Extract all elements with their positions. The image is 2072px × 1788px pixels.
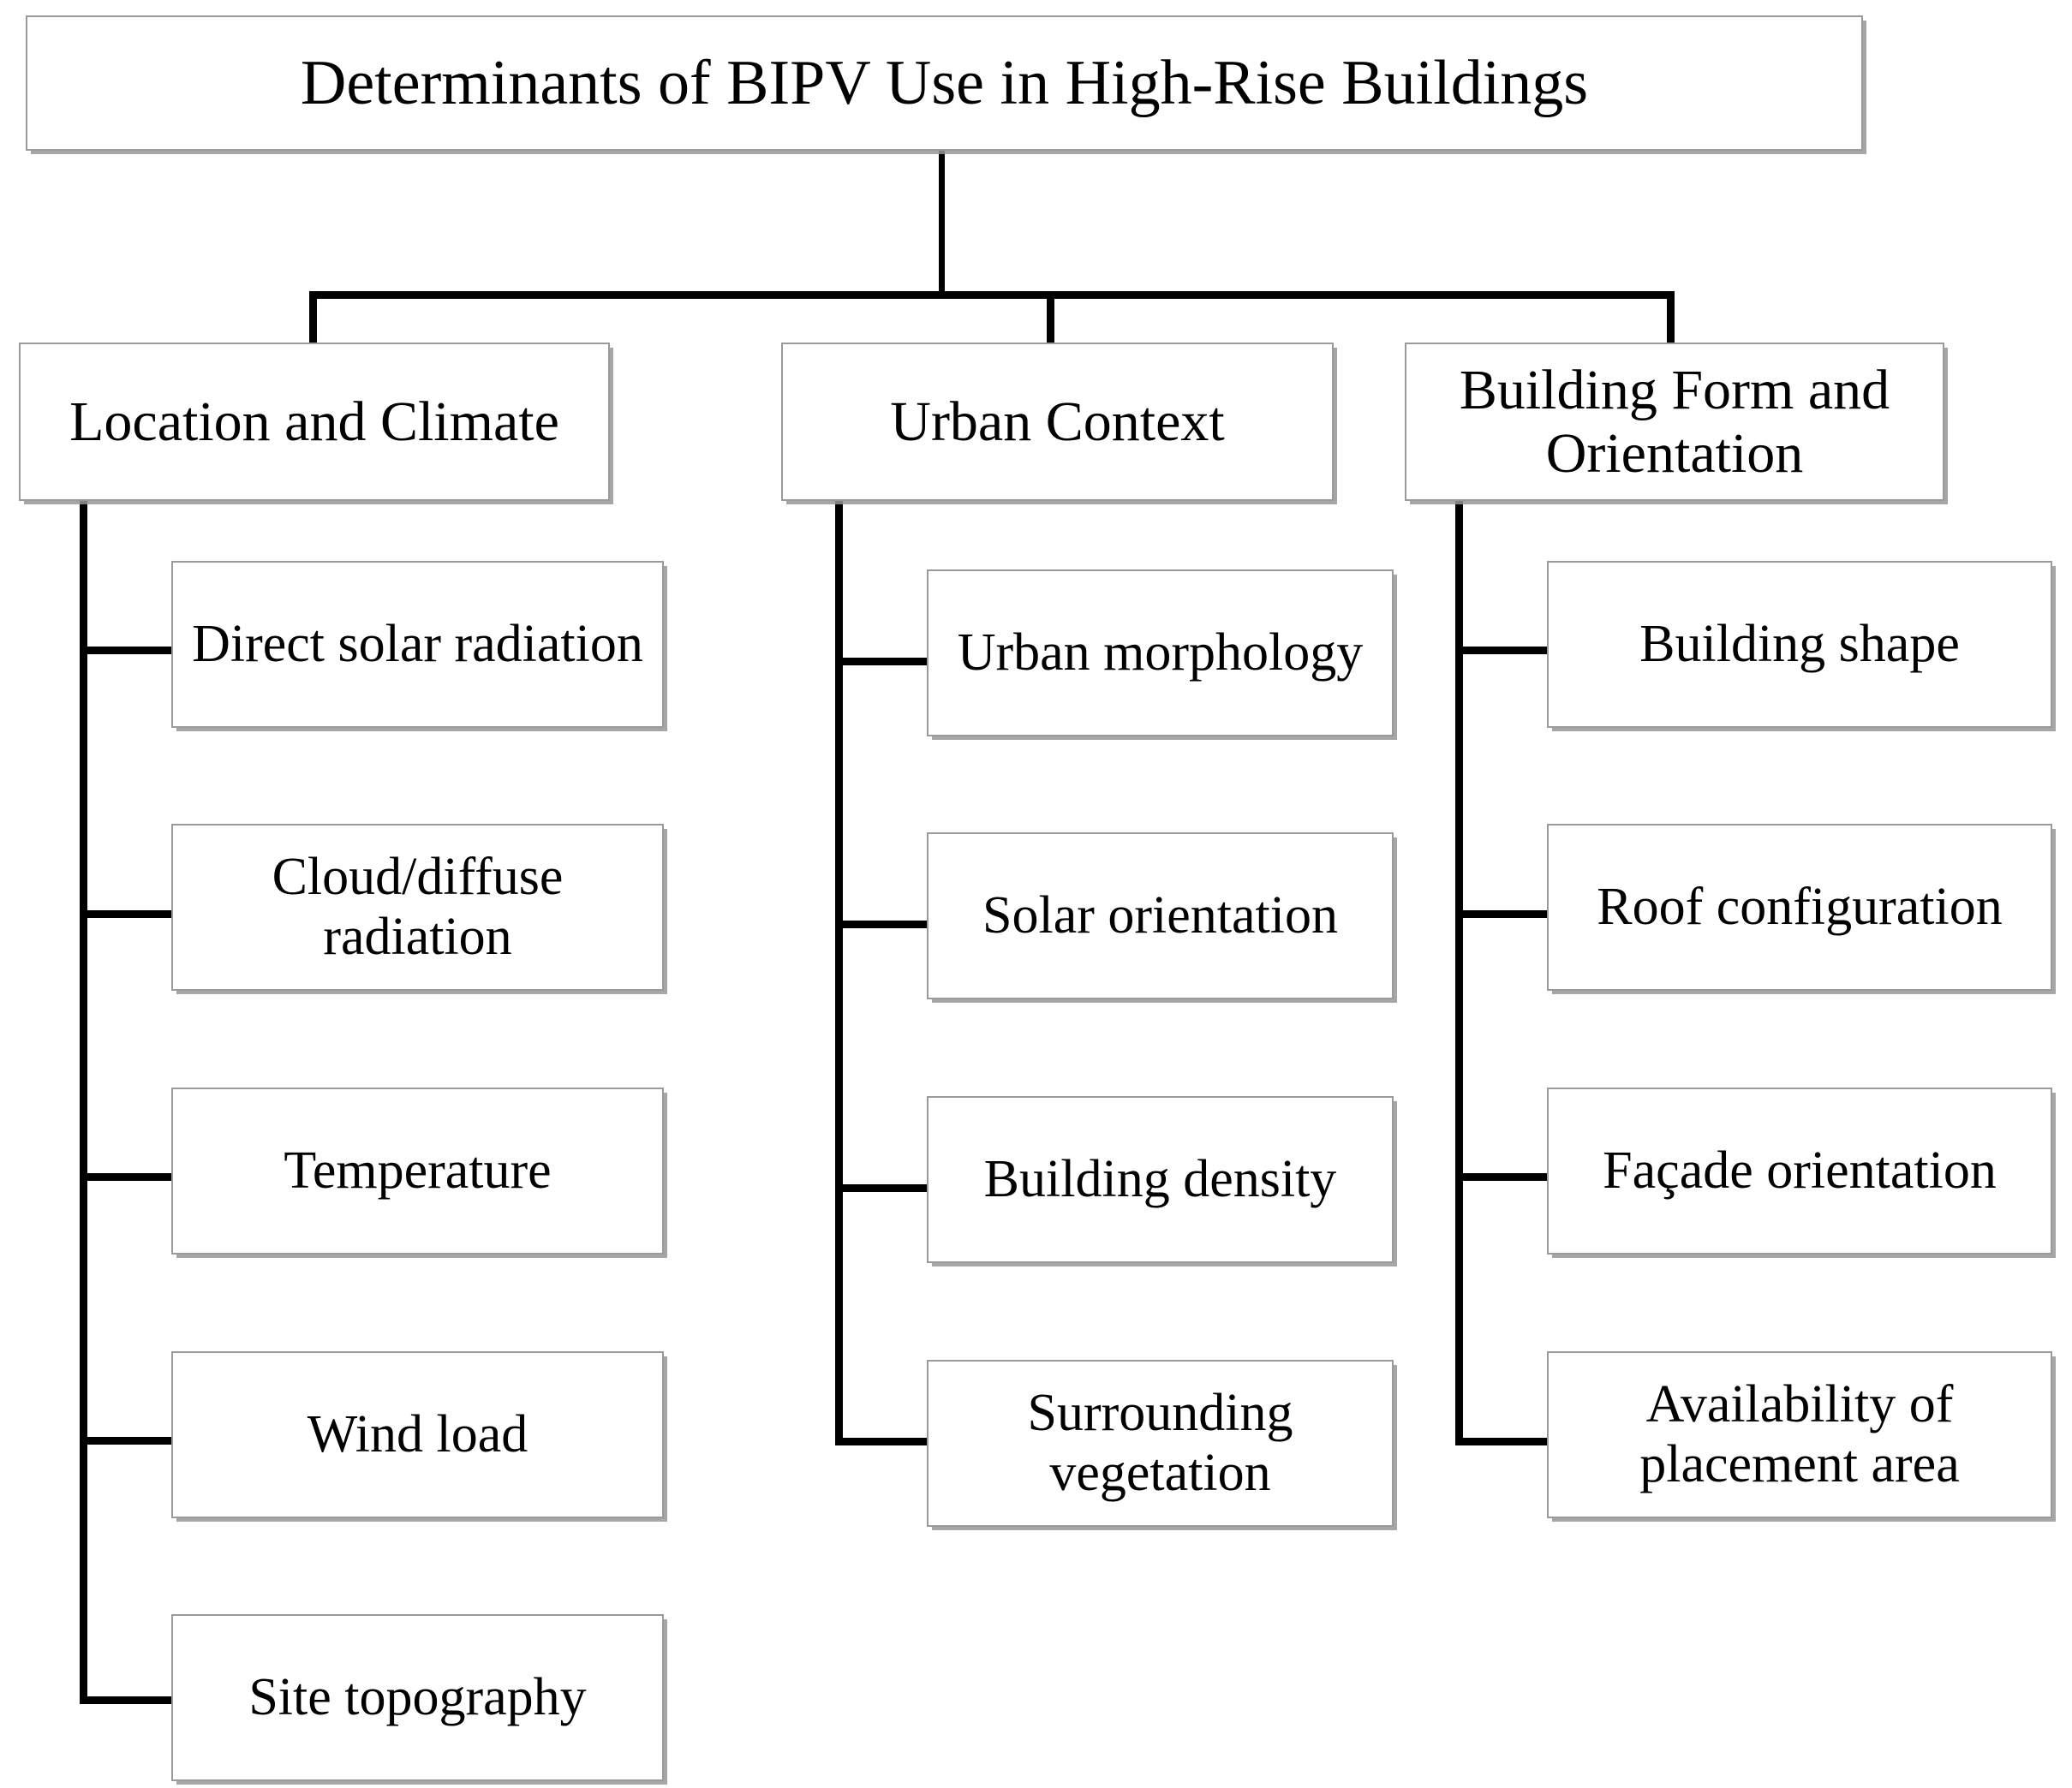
branch-node-building-form-and-orientation: Building Form and Orientation — [1405, 343, 1944, 501]
leaf-node-label: Building density — [983, 1149, 1337, 1208]
leaf-node-label: Roof configuration — [1597, 877, 2003, 936]
leaf-node-roof-configuration: Roof configuration — [1547, 824, 2052, 991]
leaf-node-urban-morphology: Urban morphology — [927, 569, 1394, 736]
connector-stub-2-1 — [835, 658, 929, 665]
branch-node-label: Urban Context — [890, 390, 1225, 453]
branch-node-label: Location and Climate — [69, 390, 559, 453]
leaf-node-surrounding-vegetation: Surrounding vegetation — [927, 1360, 1394, 1527]
connector-drop-branch-1 — [309, 291, 317, 387]
connector-stub-1-3 — [80, 1173, 174, 1181]
leaf-node-temperature: Temperature — [171, 1088, 664, 1255]
connector-stub-3-3 — [1455, 1173, 1550, 1181]
leaf-node-label: Façade orientation — [1603, 1141, 1997, 1200]
connector-stub-3-2 — [1455, 910, 1550, 918]
leaf-node-label: Cloud/diffuse radiation — [272, 848, 564, 966]
leaf-node-facade-orientation: Façade orientation — [1547, 1088, 2052, 1255]
connector-stub-1-1 — [80, 647, 174, 654]
connector-stub-1-2 — [80, 910, 174, 918]
branch-node-urban-context: Urban Context — [781, 343, 1334, 501]
leaf-node-wind-load: Wind load — [171, 1351, 664, 1518]
connector-stub-1-4 — [80, 1437, 174, 1445]
connector-stub-3-4 — [1455, 1438, 1550, 1445]
connector-trunk-branch-3 — [1455, 501, 1463, 1445]
branch-node-label: Building Form and Orientation — [1459, 358, 1890, 485]
leaf-node-label: Urban morphology — [957, 623, 1364, 682]
connector-root-bar — [309, 291, 1675, 299]
connector-stub-3-1 — [1455, 647, 1550, 654]
root-node-label: Determinants of BIPV Use in High-Rise Bu… — [300, 47, 1589, 118]
leaf-node-label: Direct solar radiation — [192, 614, 643, 673]
connector-stub-2-2 — [835, 921, 929, 928]
leaf-node-label: Surrounding vegetation — [1027, 1384, 1293, 1502]
connector-drop-branch-2 — [1047, 291, 1054, 387]
connector-trunk-branch-1 — [80, 501, 87, 1704]
leaf-node-label: Wind load — [307, 1404, 528, 1463]
leaf-node-label: Building shape — [1639, 614, 1960, 673]
leaf-node-label: Solar orientation — [982, 885, 1338, 945]
leaf-node-direct-solar-radiation: Direct solar radiation — [171, 561, 664, 728]
connector-stub-2-3 — [835, 1184, 929, 1192]
leaf-node-availability-of-placement-area: Availability of placement area — [1547, 1351, 2052, 1518]
leaf-node-building-shape: Building shape — [1547, 561, 2052, 728]
leaf-node-solar-orientation: Solar orientation — [927, 832, 1394, 999]
leaf-node-label: Temperature — [284, 1141, 552, 1200]
connector-root-stem — [939, 151, 945, 296]
leaf-node-label: Site topography — [248, 1667, 587, 1726]
leaf-node-label: Availability of placement area — [1639, 1375, 1960, 1493]
connector-stub-1-5 — [80, 1696, 174, 1704]
connector-drop-branch-3 — [1667, 291, 1675, 387]
leaf-node-cloud-diffuse-radiation: Cloud/diffuse radiation — [171, 824, 664, 991]
leaf-node-site-topography: Site topography — [171, 1614, 664, 1781]
root-node: Determinants of BIPV Use in High-Rise Bu… — [26, 15, 1863, 151]
connector-stub-2-4 — [835, 1438, 929, 1445]
branch-node-location-and-climate: Location and Climate — [19, 343, 610, 501]
leaf-node-building-density: Building density — [927, 1096, 1394, 1263]
connector-trunk-branch-2 — [835, 501, 843, 1445]
